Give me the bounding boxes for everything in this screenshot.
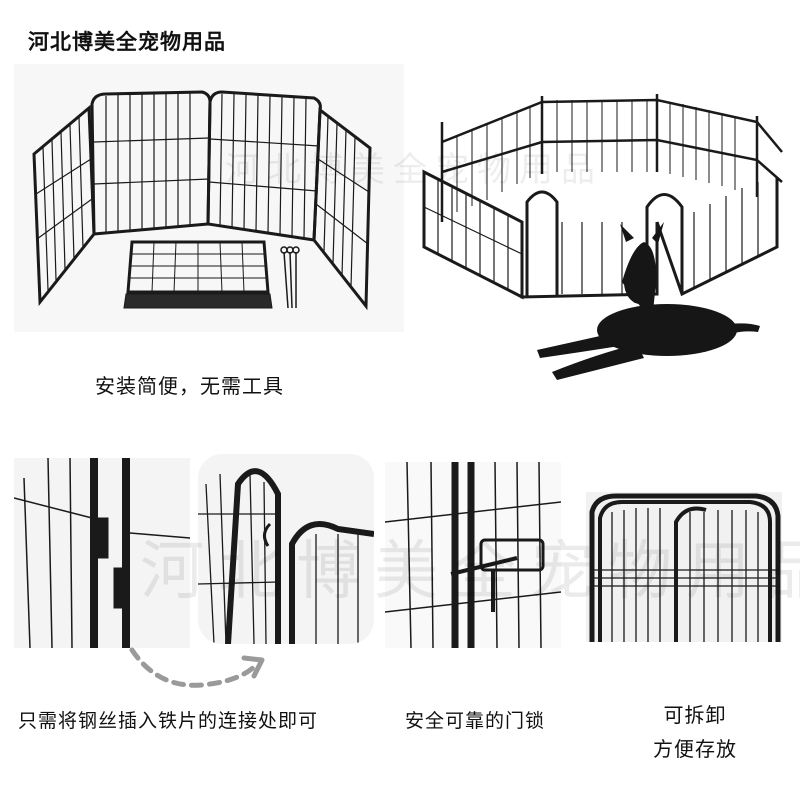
stacked-panels-photo (586, 492, 782, 642)
connector-detail-photo-2 (198, 454, 374, 644)
dashed-arrow-icon (129, 647, 265, 688)
connector-closeup-1 (14, 458, 190, 648)
dog-figure (537, 222, 760, 380)
caption-safe-lock: 安全可靠的门锁 (405, 710, 546, 732)
playpen-illustration (422, 94, 783, 380)
caption-easy-install: 安装简便，无需工具 (95, 374, 284, 398)
gate-lock-closeup (385, 462, 561, 648)
gate-lock-detail-photo (385, 462, 561, 648)
fence-panels-illustration (32, 90, 372, 311)
connector-closeup-2 (198, 468, 374, 644)
caption-detachable: 可拆卸 方便存放 (620, 698, 770, 766)
caption-detachable-line2: 方便存放 (653, 737, 737, 761)
fence-panels-photo (14, 64, 404, 332)
caption-detachable-line1: 可拆卸 (663, 703, 727, 727)
playpen-with-dog-photo (412, 82, 790, 392)
connector-detail-photo-1 (14, 458, 190, 648)
stacked-panels-closeup (589, 493, 781, 642)
brand-title: 河北博美全宠物用品 (28, 30, 226, 54)
caption-insert-wire: 只需将钢丝插入铁片的连接处即可 (18, 710, 319, 732)
